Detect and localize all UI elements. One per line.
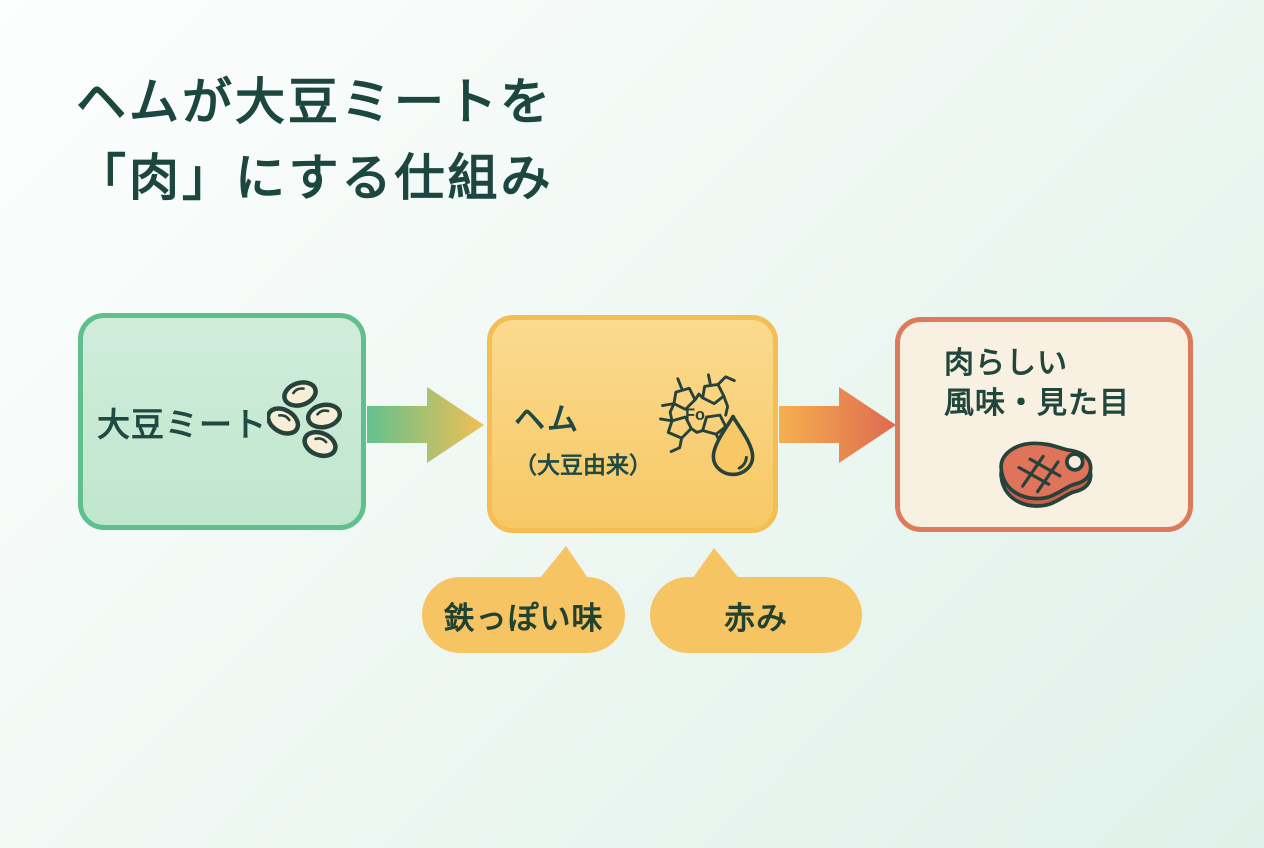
flow-arrow-1-icon (367, 386, 484, 469)
steak-icon (990, 434, 1100, 519)
callout-iron-taste: 鉄っぽい味 (422, 577, 625, 653)
heme-text: ヘム （大豆由来） (514, 394, 652, 480)
heme-icons: Fo (650, 372, 768, 498)
soy-meat-label: 大豆ミート (97, 405, 267, 443)
soybeans-icon (265, 376, 347, 467)
result-label-line2: 風味・見た目 (944, 387, 1130, 420)
flow-arrow-2-icon (779, 386, 896, 469)
heme-label: ヘム (514, 402, 580, 437)
callout-tail-icon (688, 546, 744, 587)
callout-redness-label: 赤み (724, 600, 788, 636)
page-title-line1: ヘムが大豆ミートを (76, 74, 553, 130)
heme-origin-label: （大豆由来） (514, 452, 652, 478)
result-label-line1: 肉らしい (944, 347, 1068, 380)
molecule-center-label: Fo (685, 406, 705, 424)
result-text: 肉らしい 風味・見た目 (944, 344, 1130, 424)
page-title-line2: 「肉」にする仕組み (76, 150, 554, 206)
oil-droplet-icon (708, 412, 758, 483)
callout-iron-taste-label: 鉄っぽい味 (443, 600, 604, 636)
result-box: 肉らしい 風味・見た目 (895, 317, 1193, 532)
page-title: ヘムが大豆ミートを 「肉」にする仕組み (76, 64, 554, 216)
soy-meat-box: 大豆ミート (78, 313, 366, 530)
callout-redness: 赤み (650, 577, 862, 653)
heme-box: ヘム （大豆由来） (487, 315, 778, 533)
callout-tail-icon (531, 544, 593, 589)
heme-molecule-icon: Fo (650, 372, 742, 469)
